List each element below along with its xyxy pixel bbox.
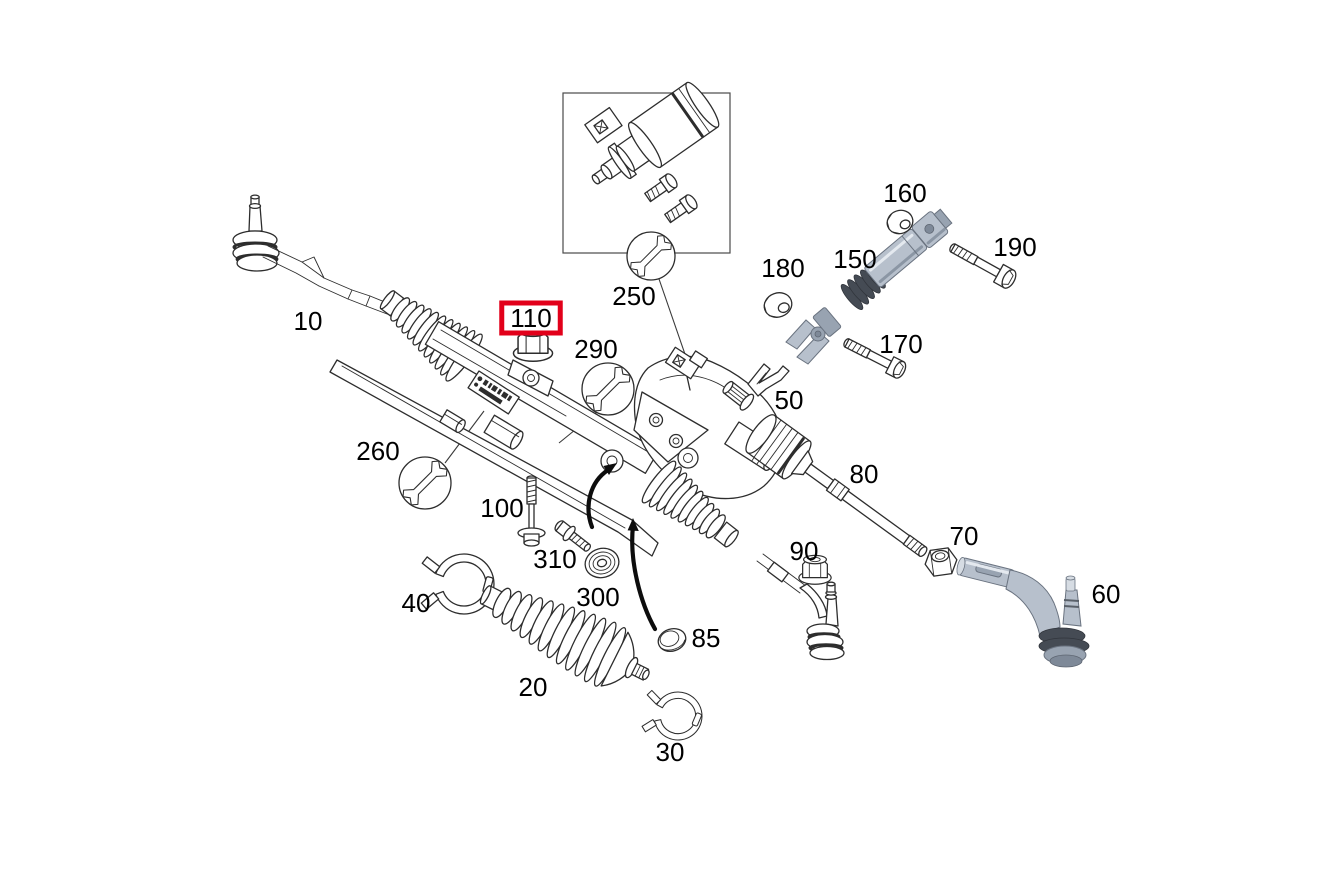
bolt-170 (843, 338, 907, 379)
part-label-160[interactable]: 160 (883, 178, 926, 208)
part-label-180[interactable]: 180 (761, 253, 804, 283)
part-number-text: 290 (574, 334, 617, 364)
part-label-190[interactable]: 190 (993, 232, 1036, 262)
servo-motor-illustration (584, 81, 720, 224)
pointer-arrows (586, 463, 658, 632)
part-label-300[interactable]: 300 (576, 582, 619, 612)
part-label-110[interactable]: 110 (499, 300, 563, 336)
part-number-text: 30 (656, 737, 685, 767)
part-label-20[interactable]: 20 (519, 672, 548, 702)
plug-85 (657, 628, 687, 652)
part-label-70[interactable]: 70 (950, 521, 979, 551)
part-number-text: 70 (950, 521, 979, 551)
part-number-text: 85 (692, 623, 721, 653)
steering-shaft-150 (785, 208, 953, 365)
bolt-190 (949, 243, 1017, 289)
rack-boot-right (641, 460, 739, 548)
service-wrench-icon-260[interactable] (398, 456, 452, 510)
part-number-text: 170 (879, 329, 922, 359)
part-label-90[interactable]: 90 (790, 536, 819, 566)
part-number-text: 300 (576, 582, 619, 612)
part-label-50[interactable]: 50 (775, 385, 804, 415)
boot-20 (479, 585, 650, 687)
part-number-text: 310 (533, 544, 576, 574)
part-label-10[interactable]: 10 (294, 306, 323, 336)
part-number-text: 160 (883, 178, 926, 208)
part-number-text: 190 (993, 232, 1036, 262)
part-number-text: 250 (612, 281, 655, 311)
tie-rod-end-60 (956, 557, 1090, 668)
cap-300 (584, 547, 620, 579)
part-number-text: 50 (775, 385, 804, 415)
part-number-text: 40 (402, 588, 431, 618)
part-number-text: 60 (1092, 579, 1121, 609)
part-number-text: 10 (294, 306, 323, 336)
part-number-text: 80 (850, 459, 879, 489)
part-number-text: 150 (833, 244, 876, 274)
part-label-60[interactable]: 60 (1092, 579, 1121, 609)
part-number-text: 20 (519, 672, 548, 702)
part-label-30[interactable]: 30 (656, 737, 685, 767)
part-label-150[interactable]: 150 (833, 244, 876, 274)
bracket-50 (747, 363, 790, 397)
part-label-290[interactable]: 290 (574, 334, 617, 364)
part-label-85[interactable]: 85 (692, 623, 721, 653)
part-label-310[interactable]: 310 (533, 544, 576, 574)
part-label-250[interactable]: 250 (612, 281, 655, 311)
bolt-100 (517, 475, 546, 547)
nut-70 (924, 547, 958, 577)
service-wrench-icon-250[interactable] (626, 231, 676, 281)
part-label-40[interactable]: 40 (402, 588, 431, 618)
clamp-30 (641, 689, 703, 741)
inset-detail-box (562, 81, 731, 254)
part-number-text: 180 (761, 253, 804, 283)
rack-id-label (467, 370, 520, 415)
motor-bolt (644, 173, 678, 203)
inner-tie-rod-80 (745, 414, 928, 557)
part-label-170[interactable]: 170 (879, 329, 922, 359)
part-number-text: 90 (790, 536, 819, 566)
highlight-box (499, 300, 563, 336)
part-number-text: 260 (356, 436, 399, 466)
part-number-text: 110 (510, 303, 551, 333)
tie-rod-end-right (756, 553, 845, 661)
part-number-text: 100 (480, 493, 523, 523)
bolt-310 (554, 520, 592, 552)
part-label-260[interactable]: 260 (356, 436, 399, 466)
torque-sensor (664, 346, 709, 391)
steering-rack-assembly (329, 290, 845, 661)
service-wrench-icon-290[interactable] (581, 362, 635, 416)
part-label-100[interactable]: 100 (480, 493, 523, 523)
nut-180 (763, 292, 793, 318)
nut-160 (886, 209, 914, 235)
motor-bolt (664, 194, 698, 224)
part-label-80[interactable]: 80 (850, 459, 879, 489)
